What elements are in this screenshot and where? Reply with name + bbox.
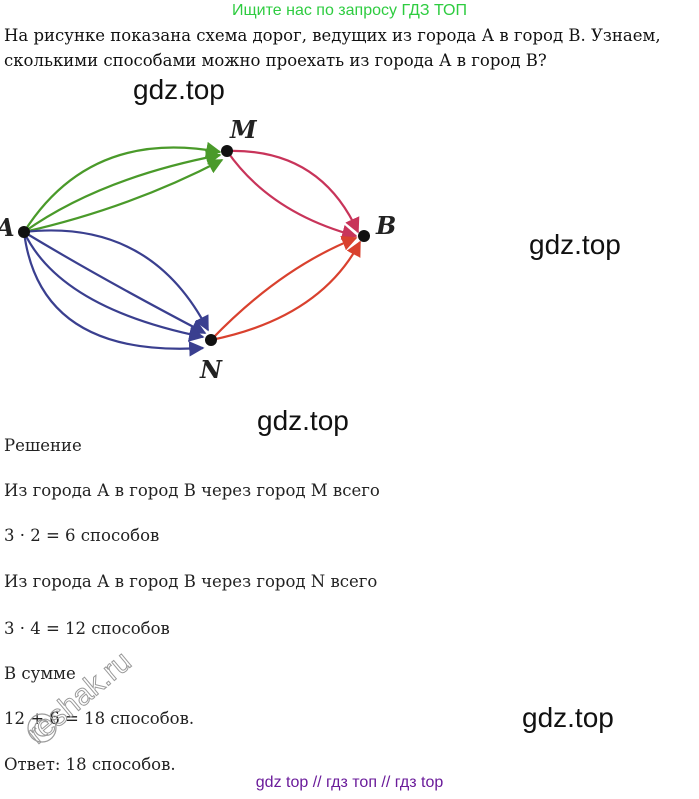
- solution-line: Из города А в город В через город М всег…: [4, 481, 380, 500]
- solution-line: 12 + 6 = 18 способов.: [4, 709, 195, 728]
- copyright-icon: [27, 713, 57, 743]
- road-a-n-2: [23, 231, 207, 334]
- task-line-2: сколькими способами можно проехать из го…: [4, 51, 547, 70]
- node-m: [221, 145, 233, 157]
- watermark-3: gdz.top: [257, 405, 349, 436]
- node-a: [18, 226, 30, 238]
- watermark-1: gdz.top: [133, 74, 225, 105]
- road-a-m-1: [23, 141, 222, 233]
- label-n: N: [199, 355, 223, 384]
- solution-line: Ответ: 18 способов.: [4, 755, 176, 774]
- solution-line: Из города А в город В через город N всег…: [4, 572, 378, 591]
- reshak-watermark: reshak.ru: [20, 644, 138, 751]
- solution-line: 3 · 2 = 6 способов: [4, 526, 160, 545]
- road-n-b-1: [210, 235, 358, 341]
- node-b: [358, 230, 370, 242]
- road-a-m-3: [23, 159, 224, 234]
- road-a-m-2: [23, 150, 222, 233]
- solution-line: В сумме: [4, 664, 76, 683]
- road-m-b-1: [226, 149, 360, 234]
- label-b: B: [375, 211, 396, 240]
- watermark-2: gdz.top: [529, 229, 621, 260]
- label-a: A: [0, 213, 15, 242]
- road-a-n-3: [23, 231, 205, 342]
- copyright-c-mark: [34, 719, 49, 737]
- node-n: [205, 334, 217, 346]
- road-a-n-4: [22, 231, 205, 357]
- solution-heading: Решение: [4, 436, 82, 455]
- label-m: M: [229, 115, 258, 144]
- watermark-4: gdz.top: [522, 702, 614, 733]
- task-text: На рисунке показана схема дорог, ведущих…: [4, 23, 699, 73]
- solution-line: 3 · 4 = 12 способов: [4, 619, 170, 638]
- footer-links: gdz top // гдз топ // гдз top: [255, 774, 444, 791]
- road-n-b-2: [210, 240, 361, 342]
- road-a-n-1: [23, 229, 209, 332]
- top-banner: Ищите нас по запросу ГДЗ ТОП: [232, 2, 467, 19]
- road-diagram: A M B N: [0, 115, 396, 384]
- task-line-1: На рисунке показана схема дорог, ведущих…: [4, 26, 661, 45]
- road-m-b-2: [226, 150, 358, 240]
